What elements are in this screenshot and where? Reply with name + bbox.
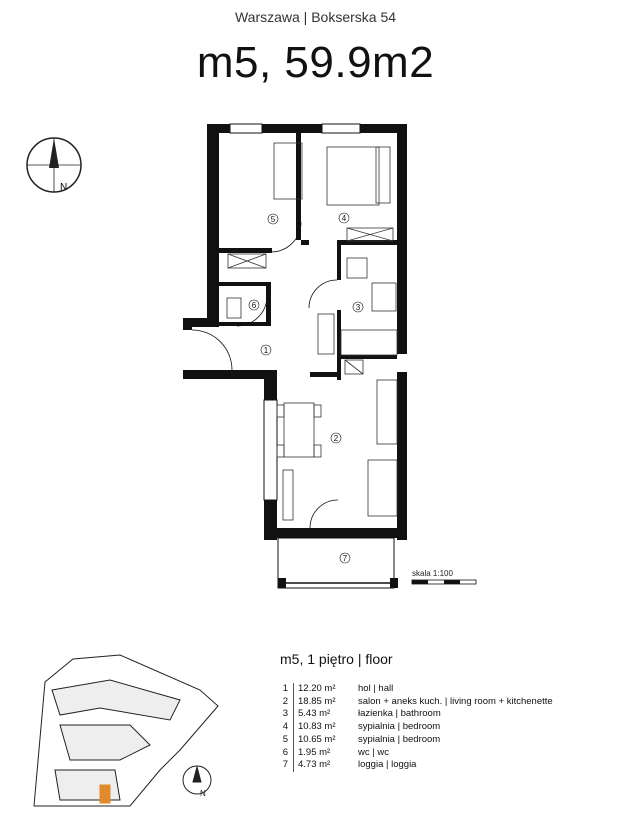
room-marker-7: 7 <box>339 552 351 564</box>
floor-title: m5, 1 piętro | floor <box>280 651 393 667</box>
room-row: 1 12.20 m² hol | hall <box>278 683 557 696</box>
room-marker-4-label: 4 <box>342 214 347 223</box>
room-row: 6 1.95 m² wc | wc <box>278 746 557 760</box>
north-label: N <box>60 182 67 193</box>
highlighted-unit <box>99 784 111 804</box>
room-row: 5 10.65 m² sypialnia | bedroom <box>278 733 557 747</box>
room-number: 4 <box>278 721 294 734</box>
room-name: salon + aneks kuch. | living room + kitc… <box>358 695 553 707</box>
room-marker-1-label: 1 <box>264 346 269 355</box>
room-name: sypialnia | bedroom <box>358 733 441 745</box>
windows <box>229 123 361 501</box>
room-marker-2-label: 2 <box>334 434 339 443</box>
room-name: hol | hall <box>358 683 394 694</box>
room-area: 4.73 m² <box>298 759 331 771</box>
room-number: 2 <box>278 695 294 709</box>
room-number: 5 <box>278 733 294 747</box>
room-row: 2 18.85 m² salon + aneks kuch. | living ro… <box>278 695 557 709</box>
room-area: 10.83 m² <box>298 721 336 733</box>
room-row: 7 4.73 m² loggia | loggia <box>278 759 557 772</box>
room-marker-2: 2 <box>330 432 342 444</box>
room-area: 5.43 m² <box>298 708 331 720</box>
room-marker-7-label: 7 <box>343 554 348 563</box>
room-area: 10.65 m² <box>298 733 336 745</box>
room-area: 1.95 m² <box>298 746 331 758</box>
room-name: wc | wc <box>358 746 389 758</box>
room-marker-5: 5 <box>267 213 279 225</box>
room-marker-4: 4 <box>338 212 350 224</box>
room-marker-3-label: 3 <box>356 303 361 312</box>
room-area: 12.20 m² <box>298 683 336 694</box>
site-plan: N <box>33 654 219 807</box>
room-marker-6: 6 <box>248 299 260 311</box>
room-name: łazienka | bathroom <box>358 708 441 720</box>
interior-walls <box>219 133 397 380</box>
loggia <box>277 537 398 589</box>
room-number: 1 <box>278 683 294 696</box>
room-name: loggia | loggia <box>358 759 417 771</box>
door-swings <box>191 221 339 529</box>
room-table: 1 12.20 m² hol | hall 2 18.85 m² salon + anek… <box>278 683 557 772</box>
room-marker-3: 3 <box>352 301 364 313</box>
room-marker-1: 1 <box>260 344 272 356</box>
room-marker-5-label: 5 <box>271 215 276 224</box>
room-name: sypialnia | bedroom <box>358 721 441 733</box>
walls <box>183 124 407 540</box>
room-markers: 1 2 3 4 5 6 7 <box>248 212 364 564</box>
unit-title: m5, 59.9m2 <box>196 38 435 87</box>
furniture <box>226 142 398 521</box>
room-number: 7 <box>278 759 294 772</box>
room-row: 4 10.83 m² sypialnia | bedroom <box>278 721 557 734</box>
room-area: 18.85 m² <box>298 695 336 707</box>
room-number: 6 <box>278 746 294 760</box>
site-north-label: N <box>200 789 206 798</box>
room-row: 3 5.43 m² łazienka | bathroom <box>278 708 557 722</box>
scale-bar <box>411 579 477 585</box>
compass-icon: N <box>26 137 82 193</box>
scale-label: skala 1:100 <box>412 569 453 578</box>
address: Warszawa | Bokserska 54 <box>234 9 397 25</box>
room-number: 3 <box>278 708 294 722</box>
room-marker-6-label: 6 <box>252 301 257 310</box>
